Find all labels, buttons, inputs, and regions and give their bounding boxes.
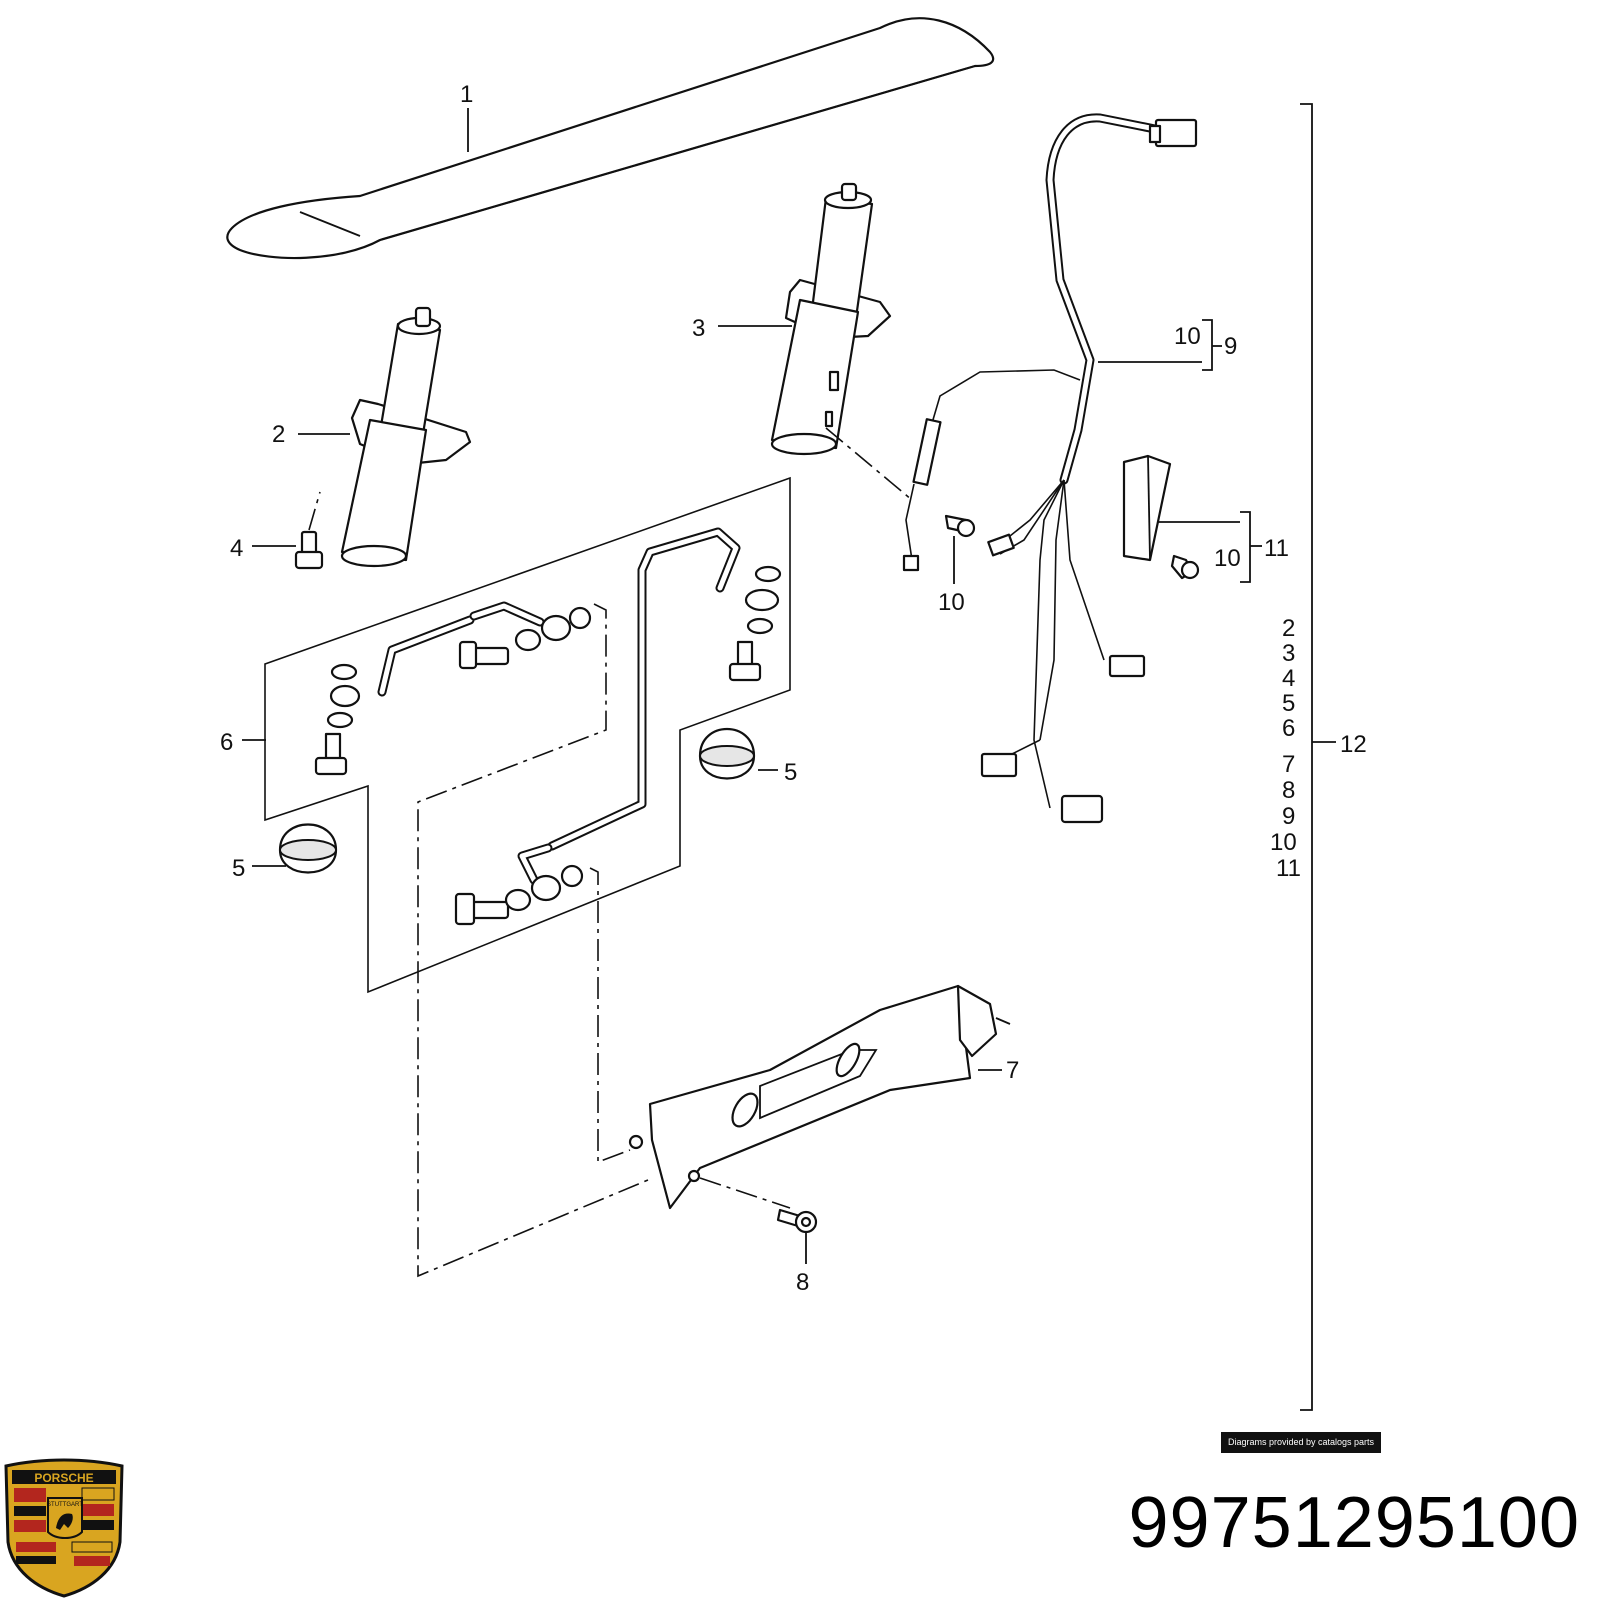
callout-3: 3 — [692, 315, 705, 342]
part-11-sensor-block — [1122, 454, 1172, 562]
part-10-screw-middle — [944, 514, 976, 538]
callout-9: 9 — [1224, 333, 1237, 360]
callout-8: 8 — [796, 1269, 809, 1296]
callout-11: 11 — [1264, 535, 1289, 562]
svg-text:STUTTGART: STUTTGART — [47, 1502, 83, 1508]
kit-item: 2 — [1282, 615, 1295, 642]
kit-item: 9 — [1282, 803, 1295, 830]
kit-item: 11 — [1276, 855, 1301, 882]
part-9-wiring-harness — [825, 113, 1198, 824]
part-5-cap-right — [698, 727, 756, 780]
kit-item: 8 — [1282, 777, 1295, 804]
part-6-hose-kit — [264, 476, 791, 1278]
callout-5-left: 5 — [232, 855, 245, 882]
callout-2: 2 — [272, 421, 285, 448]
part-8-screw — [776, 1208, 818, 1234]
callout-10-middle: 10 — [938, 589, 965, 616]
kit-item: 4 — [1282, 665, 1295, 692]
part-number: 99751295100 — [1128, 1483, 1580, 1563]
part-5-cap-left — [278, 823, 338, 874]
kit-item: 10 — [1270, 829, 1297, 856]
callout-10-top: 10 — [1174, 323, 1201, 350]
part-7-pump-bracket — [628, 984, 1011, 1210]
part-1-spoiler — [226, 17, 995, 260]
kit-item: 6 — [1282, 715, 1295, 742]
callout-12: 12 — [1340, 731, 1367, 758]
kit-contents-list: 2 3 4 5 6 7 8 9 10 11 — [1270, 615, 1301, 882]
kit-item: 7 — [1282, 751, 1295, 778]
part-2-cylinder — [340, 306, 472, 568]
kit-item: 5 — [1282, 690, 1295, 717]
part-3-cylinder — [770, 182, 892, 456]
callout-7: 7 — [1006, 1057, 1019, 1084]
diagram-credit-badge: Diagrams provided by catalogs parts — [1221, 1432, 1381, 1453]
callout-6: 6 — [220, 729, 233, 756]
callout-1: 1 — [460, 81, 473, 108]
part-10-screw-right — [1170, 554, 1200, 580]
kit-item: 3 — [1282, 640, 1295, 667]
part-4-bolt — [294, 491, 324, 570]
callout-5-right: 5 — [784, 759, 797, 786]
callout-4: 4 — [230, 535, 243, 562]
svg-text:PORSCHE: PORSCHE — [34, 1471, 93, 1485]
porsche-crest-logo: PORSCHE STUTTGART — [4, 1458, 124, 1598]
leader-lines — [242, 103, 1336, 1411]
callout-labels: 1 2 3 4 5 5 6 7 8 9 10 10 10 11 12 — [220, 81, 1367, 1296]
callout-10-right: 10 — [1214, 545, 1241, 572]
